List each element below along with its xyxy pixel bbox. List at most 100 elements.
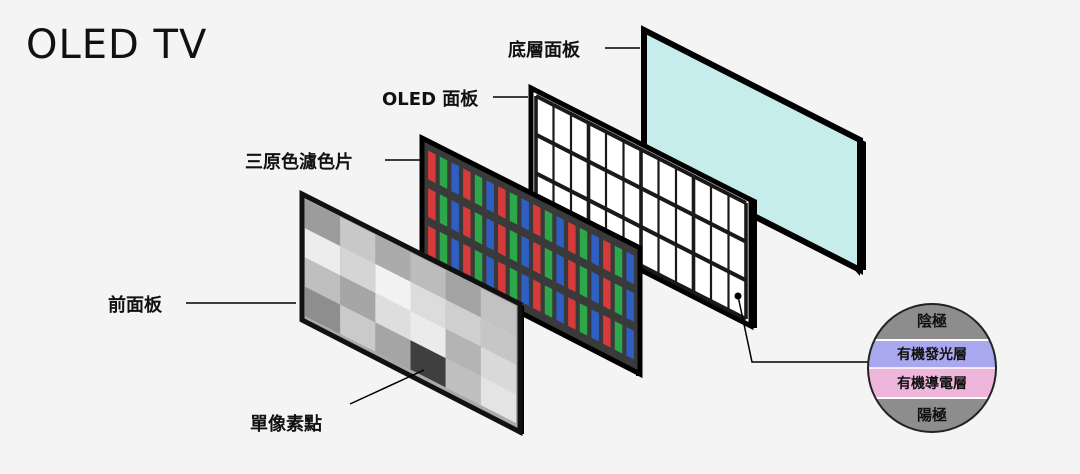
pixel-cell [375, 234, 411, 282]
pixel-cell [480, 375, 516, 423]
oled-subcell [539, 142, 550, 175]
pixel-cell [340, 304, 376, 352]
subpixel-green [509, 192, 518, 225]
pixel-cell [480, 346, 516, 394]
pixel-cell [410, 311, 446, 359]
subpixel-red [498, 223, 506, 257]
oled-subcell [609, 178, 620, 211]
oled-subcell [627, 187, 638, 220]
oled-layer-structure: 陰極 有機發光層 有機導電層 陽極 [867, 303, 997, 433]
oled-subcell [732, 240, 743, 273]
layer-label-cathode: 陰極 [917, 312, 947, 330]
oled-subcell [697, 184, 708, 217]
subpixel-blue [626, 251, 634, 285]
oled-subcell [644, 195, 655, 228]
pixel-cell [445, 299, 481, 347]
subpixel-blue [451, 162, 459, 195]
oled-subcell [662, 166, 673, 199]
pixel-cell [340, 275, 376, 323]
subpixel-green [439, 231, 448, 265]
oled-subcell [697, 222, 708, 255]
layer-organic-conductive [868, 368, 996, 398]
subpixel-blue [486, 180, 494, 213]
oled-subcell [679, 175, 690, 208]
oled-subcell [592, 130, 603, 163]
subpixel-blue [591, 271, 599, 304]
subpixel-red [568, 259, 576, 293]
oled-subcell [574, 121, 585, 154]
subpixel-green [579, 227, 588, 261]
subpixel-green [544, 285, 553, 318]
pixel-cell [340, 216, 376, 264]
subpixel-blue [521, 273, 529, 306]
oled-subcell [662, 243, 673, 276]
pixel-cell [445, 270, 481, 318]
subpixel-blue [451, 200, 459, 233]
subpixel-green [579, 265, 588, 298]
pixel-cell [445, 358, 481, 406]
subpixel-red [533, 279, 541, 312]
oled-subcell [574, 160, 585, 193]
subpixel-green [579, 303, 588, 336]
pixel-cell [480, 317, 516, 365]
subpixel-red [603, 277, 611, 310]
subpixel-red [603, 315, 611, 348]
subpixel-blue [626, 326, 634, 360]
oled-subcell [732, 201, 743, 234]
label-front-panel: 前面板 [108, 294, 163, 316]
oled-grid-lines [534, 94, 748, 321]
pixel-cell [305, 286, 341, 334]
oled-panel [528, 83, 757, 331]
oled-subcell [662, 204, 673, 237]
subpixel-green [544, 210, 553, 243]
subpixel-green [474, 249, 483, 283]
front-pixel-grid [305, 199, 516, 423]
subpixel-red [568, 221, 576, 255]
subpixel-red [428, 150, 436, 184]
subpixel-red [498, 186, 506, 219]
subpixel-green [509, 229, 518, 263]
color-filter-panel [419, 133, 643, 379]
layer-label-conductive: 有機導電層 [897, 375, 967, 392]
label-back-panel: 底層面板 [508, 39, 581, 61]
pixel-cell [375, 263, 411, 311]
subpixel-red [498, 261, 506, 295]
subpixel-blue [451, 237, 459, 271]
oled-subcell [644, 234, 655, 267]
pixel-cell [480, 288, 516, 336]
subpixel-green [439, 194, 448, 227]
subpixel-green [614, 321, 623, 354]
layer-label-emissive: 有機發光層 [897, 346, 967, 363]
oled-subcell [592, 169, 603, 202]
pixel-cell [305, 228, 341, 276]
diagram-title: OLED TV [26, 22, 208, 68]
subpixel-red [533, 241, 541, 275]
subpixel-blue [626, 289, 634, 322]
label-single-pixel: 單像素點 [250, 414, 322, 435]
single-pixel-cell [410, 340, 446, 388]
pixel-cell [305, 199, 341, 247]
subpixel-red [533, 204, 541, 237]
subpixel-red [463, 243, 471, 277]
oled-subcell [679, 252, 690, 285]
subpixel-blue [591, 233, 599, 267]
rgb-subpixel-grid [428, 150, 634, 360]
pixel-cell [410, 252, 446, 300]
oled-subcell [697, 261, 708, 294]
subpixel-blue [556, 215, 564, 249]
layer-circle-outline [867, 303, 997, 433]
oled-subcell [714, 231, 725, 264]
subpixel-blue [521, 198, 529, 231]
subpixel-green [544, 247, 553, 281]
subpixel-green [614, 245, 623, 279]
pixel-cell [410, 281, 446, 329]
back-panel [641, 25, 866, 276]
pixel-cell [375, 322, 411, 370]
subpixel-red [428, 188, 436, 221]
subpixel-red [463, 206, 471, 239]
oled-subcell [609, 139, 620, 172]
subpixel-red [603, 239, 611, 273]
subpixel-green [614, 283, 623, 316]
